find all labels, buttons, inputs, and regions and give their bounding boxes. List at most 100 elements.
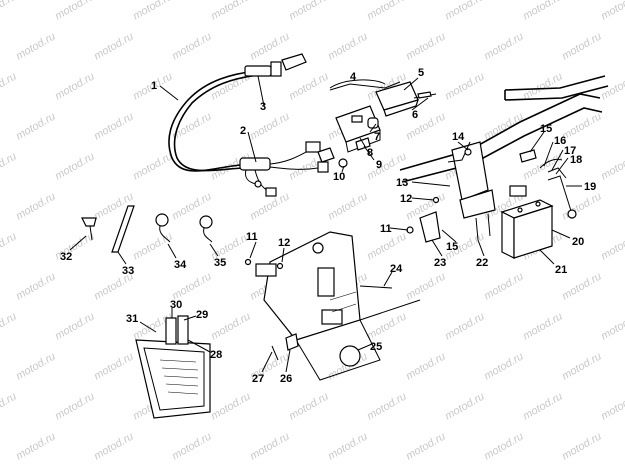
watermark-text: motod.ru <box>521 0 565 23</box>
callout-21: 21 <box>555 264 567 276</box>
leader-lines <box>69 75 582 373</box>
watermark-text: motod.ru <box>14 110 58 142</box>
watermark-text: motod.ru <box>131 0 175 23</box>
watermark-text: motod.ru <box>0 70 19 102</box>
callout-33: 33 <box>122 265 134 277</box>
callout-16: 16 <box>554 135 566 147</box>
watermark-text: motod.ru <box>326 430 370 462</box>
watermark-text: motod.ru <box>521 390 565 422</box>
tail-light-assembly <box>317 81 437 168</box>
watermark-text: motod.ru <box>92 110 136 142</box>
watermark-text: motod.ru <box>131 150 175 182</box>
callout-19: 19 <box>584 181 596 193</box>
callout-31: 31 <box>126 313 138 325</box>
watermark-text: motod.ru <box>482 350 526 382</box>
watermark-text: motod.ru <box>248 110 292 142</box>
watermark-text: motod.ru <box>248 30 292 62</box>
callout-22: 22 <box>476 257 488 269</box>
watermark-text: motod.ru <box>170 30 214 62</box>
watermark-text: motod.ru <box>521 310 565 342</box>
watermark-text: motod.ru <box>0 230 19 262</box>
callout-2: 2 <box>240 125 246 137</box>
watermark-text: motod.ru <box>53 70 97 102</box>
watermark-text: motod.ru <box>53 0 97 23</box>
watermark-text: motod.ru <box>92 350 136 382</box>
watermark-text: motod.ru <box>170 430 214 462</box>
watermark-text: motod.ru <box>365 0 409 23</box>
callout-1: 1 <box>151 80 157 92</box>
watermark-text: motod.ru <box>443 0 487 23</box>
callout-26: 26 <box>280 373 292 385</box>
skid-guard <box>135 315 211 419</box>
watermark-text: motod.ru <box>209 390 253 422</box>
tool-items <box>81 205 213 253</box>
watermark-text: motod.ru <box>92 30 136 62</box>
watermark-text: motod.ru <box>599 150 625 182</box>
watermark-text: motod.ru <box>209 0 253 23</box>
watermark-text: motod.ru <box>248 430 292 462</box>
callout-15-lower: 15 <box>446 241 458 253</box>
callout-35: 35 <box>214 257 226 269</box>
callout-24: 24 <box>390 263 403 275</box>
mounting-panel <box>244 231 421 381</box>
watermark-text: motod.ru <box>482 270 526 302</box>
callout-10: 10 <box>333 171 345 183</box>
watermark-text: motod.ru <box>287 390 331 422</box>
wiring-harness <box>168 53 329 197</box>
callout-3: 3 <box>260 101 266 113</box>
watermark-text: motod.ru <box>0 150 19 182</box>
callout-7: 7 <box>374 131 380 143</box>
callout-18: 18 <box>570 154 582 166</box>
callout-12-panel: 12 <box>278 237 290 249</box>
watermark-text: motod.ru <box>599 310 625 342</box>
watermark-text: motod.ru <box>560 430 604 462</box>
watermark-text: motod.ru <box>599 390 625 422</box>
callout-25: 25 <box>370 341 382 353</box>
watermark-text: motod.ru <box>482 30 526 62</box>
callout-34: 34 <box>174 259 187 271</box>
watermark-text: motod.ru <box>287 0 331 23</box>
watermark-text: motod.ru <box>560 30 604 62</box>
callout-23: 23 <box>434 257 446 269</box>
watermark-text: motod.ru <box>482 430 526 462</box>
watermark-text: motod.ru <box>326 30 370 62</box>
watermark-text: motod.ru <box>560 350 604 382</box>
callout-28: 28 <box>210 349 222 361</box>
watermark-text: motod.ru <box>209 310 253 342</box>
callout-14: 14 <box>452 131 465 143</box>
watermark-text: motod.ru <box>53 310 97 342</box>
callout-17: 17 <box>564 145 576 157</box>
watermark-text: motod.ru <box>404 30 448 62</box>
watermark-text: motod.ru <box>443 310 487 342</box>
callout-20: 20 <box>572 236 584 248</box>
watermark-text: motod.ru <box>14 190 58 222</box>
watermark-text: motod.ru <box>14 430 58 462</box>
callout-11-frame: 11 <box>380 223 392 235</box>
watermark-text: motod.ru <box>365 390 409 422</box>
watermark-text: motod.ru <box>326 190 370 222</box>
watermark-text: motod.ru <box>170 270 214 302</box>
watermark-text: motod.ru <box>404 270 448 302</box>
callout-13: 13 <box>396 177 408 189</box>
callout-32: 32 <box>60 251 72 263</box>
callout-4: 4 <box>350 71 357 83</box>
battery <box>500 185 554 259</box>
watermark-text: motod.ru <box>92 430 136 462</box>
watermark-text: motod.ru <box>404 350 448 382</box>
callout-30: 30 <box>170 299 182 311</box>
watermark-text: motod.ru <box>404 110 448 142</box>
callout-15-upper: 15 <box>540 123 552 135</box>
callout-12-frame: 12 <box>400 193 412 205</box>
watermark-text: motod.ru <box>365 230 409 262</box>
callout-29: 29 <box>196 309 208 321</box>
watermark-text: motod.ru <box>0 390 19 422</box>
watermark-text: motod.ru <box>365 310 409 342</box>
watermark-text: motod.ru <box>14 350 58 382</box>
watermark-text: motod.ru <box>443 390 487 422</box>
watermark-text: motod.ru <box>599 0 625 23</box>
callout-labels: 1 2 3 4 5 6 7 8 9 10 11 11 12 12 13 14 1… <box>60 67 596 385</box>
watermark-text: motod.ru <box>14 270 58 302</box>
watermark-text: motod.ru <box>131 230 175 262</box>
